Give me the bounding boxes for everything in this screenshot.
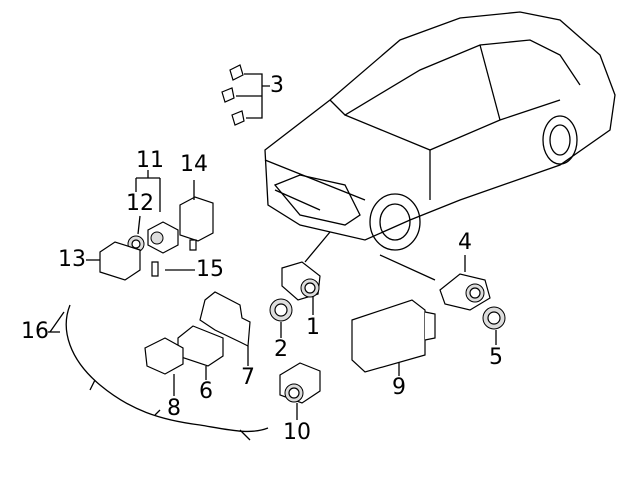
callout-9: 9	[392, 375, 406, 400]
part-10-sensor	[279, 362, 321, 420]
callout-14: 14	[180, 152, 208, 177]
callout-13: 13	[58, 247, 86, 272]
part-1-sensor	[281, 261, 321, 315]
callout-15: 15	[196, 257, 224, 282]
callout-10: 10	[283, 420, 311, 445]
callout-12: 12	[126, 191, 154, 216]
callout-5: 5	[489, 345, 503, 370]
callout-2: 2	[274, 337, 288, 362]
callout-8: 8	[167, 396, 181, 421]
part-9-module	[351, 299, 436, 376]
part-3-brackets	[221, 64, 270, 126]
callout-16: 16	[21, 319, 49, 344]
vehicle-outline	[264, 11, 616, 251]
callout-1: 1	[306, 315, 320, 340]
callout-7: 7	[241, 365, 255, 390]
callout-11: 11	[136, 148, 164, 173]
callout-3: 3	[270, 73, 284, 98]
part-4-sensor	[439, 255, 491, 311]
callout-4: 4	[458, 230, 472, 255]
callout-6: 6	[199, 379, 213, 404]
